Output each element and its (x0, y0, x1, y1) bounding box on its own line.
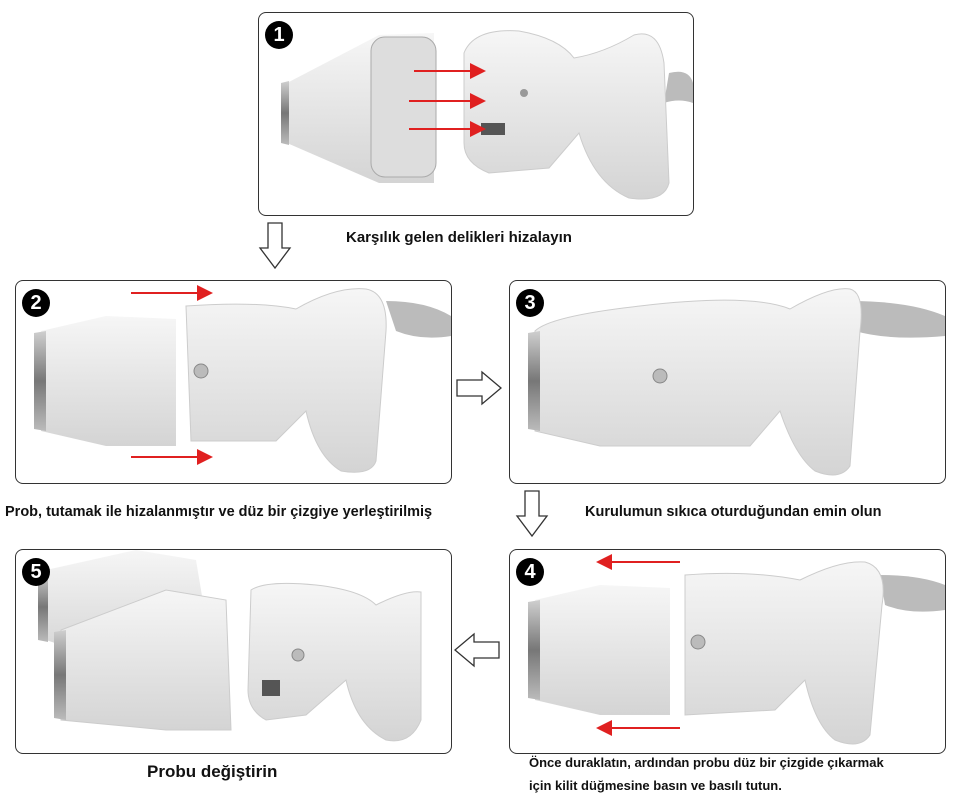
down-arrow-icon (258, 222, 292, 270)
step-4-illustration (528, 554, 945, 745)
step-number-badge: 5 (22, 558, 50, 586)
step-1-illustration (281, 30, 693, 200)
step-2-illustration (34, 285, 451, 473)
right-arrow-icon (456, 370, 502, 406)
step-4-caption-line-1: Önce duraklatın, ardından probu düz bir … (529, 755, 884, 770)
step-number-badge: 2 (22, 289, 50, 317)
step-number-badge: 3 (516, 289, 544, 317)
step-number-badge: 4 (516, 558, 544, 586)
step-5-illustration (38, 550, 422, 742)
down-arrow-icon (515, 490, 549, 538)
step-3-panel: 3 (509, 280, 946, 484)
step-3-illustration (528, 288, 945, 476)
step-4-caption-line-2: için kilit düğmesine basın ve basılı tut… (529, 778, 782, 793)
step-number-badge: 1 (265, 21, 293, 49)
step-1-caption: Karşılık gelen delikleri hizalayın (346, 229, 572, 246)
step-4-panel: 4 (509, 549, 946, 754)
step-5-caption: Probu değiştirin (147, 762, 278, 781)
left-arrow-icon (454, 632, 500, 668)
step-1-panel: 1 (258, 12, 694, 216)
step-2-panel: 2 (15, 280, 452, 484)
step-2-caption: Prob, tutamak ile hizalanmıştır ve düz b… (5, 504, 433, 520)
step-3-caption: Kurulumun sıkıca oturduğundan emin olun (585, 504, 882, 520)
step-5-panel: 5 (15, 549, 452, 754)
